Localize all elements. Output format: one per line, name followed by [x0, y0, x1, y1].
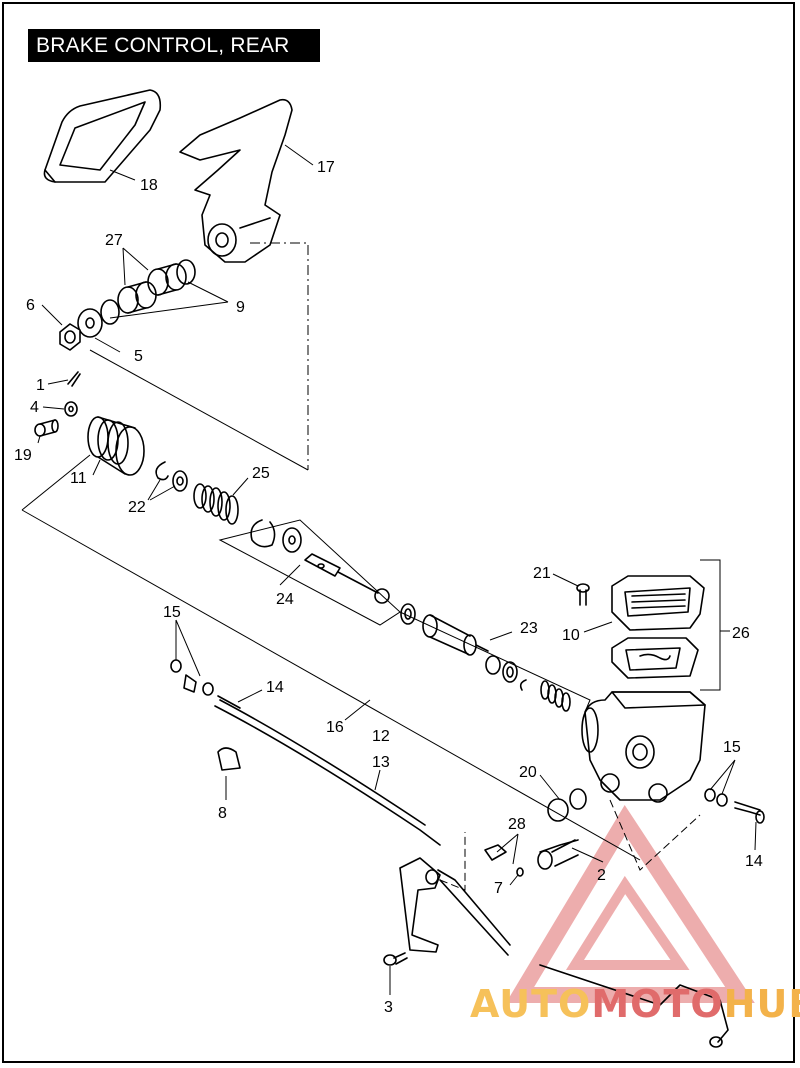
callout-7: 7: [494, 880, 503, 897]
callout-13: 13: [372, 754, 390, 771]
callout-4: 4: [30, 399, 39, 416]
pedal-pad-part: [43, 89, 162, 183]
callout-15-right: 15: [723, 739, 741, 756]
callout-3: 3: [384, 999, 393, 1016]
reservoir-cover-part: [611, 575, 705, 631]
callout-14-right: 14: [745, 853, 763, 870]
callout-26: 26: [732, 625, 750, 642]
callout-21: 21: [533, 565, 551, 582]
banjo-bolt-part: [734, 801, 765, 824]
rear-linkage-part: [539, 964, 729, 1043]
callout-10: 10: [562, 627, 580, 644]
rubber-boot-part: [87, 416, 145, 476]
small-washer-part: [64, 401, 78, 417]
callout-19: 19: [14, 447, 32, 464]
callout-1: 1: [36, 377, 45, 394]
callout-5: 5: [134, 348, 143, 365]
cotter-pin-part: [67, 371, 81, 387]
reservoir-gasket-part: [611, 637, 699, 679]
brake-line-part: [214, 705, 441, 846]
callout-18: 18: [140, 177, 158, 194]
retaining-ring-part: [250, 519, 276, 548]
callout-20: 20: [519, 764, 537, 781]
callout-11: 11: [70, 470, 87, 487]
callout-22: 22: [128, 499, 146, 516]
washer-part: [77, 308, 103, 338]
plug-part: [547, 788, 587, 822]
watermark-part-2: MOTO: [591, 982, 724, 1026]
brake-pedal-part: [179, 98, 293, 263]
banjo-fitting-part: [170, 659, 241, 709]
washer-part: [282, 527, 302, 553]
o-ring-part: [176, 259, 196, 285]
callout-25: 25: [252, 465, 270, 482]
bracket-bolt-part: [383, 952, 408, 966]
callout-12: 12: [372, 728, 390, 745]
brake-switch-part: [484, 844, 524, 877]
callout-24: 24: [276, 591, 294, 608]
mounting-bolt-part: [537, 839, 579, 870]
clevis-pin-part: [34, 419, 59, 437]
callout-14-left: 14: [266, 679, 284, 696]
diagram-title: BRAKE CONTROL, REAR: [28, 29, 320, 62]
pushrod-part: [304, 553, 390, 604]
watermark-part-3: HUB: [723, 982, 800, 1026]
callout-27: 27: [105, 232, 123, 249]
callout-23: 23: [520, 620, 538, 637]
piston-spring-part: [540, 680, 571, 712]
mounting-bracket-part: [399, 857, 511, 956]
spring-part: [193, 483, 239, 525]
callout-2: 2: [597, 867, 606, 884]
snap-ring-part: [155, 461, 169, 481]
callout-8: 8: [218, 805, 227, 822]
piston-part: [400, 603, 527, 691]
washer-part: [172, 470, 188, 492]
nut-part: [59, 323, 81, 351]
callout-16: 16: [326, 719, 344, 736]
callout-28: 28: [508, 816, 526, 833]
master-cylinder-part: [581, 691, 706, 803]
callout-15-left: 15: [163, 604, 181, 621]
banjo-washers-part: [704, 788, 728, 807]
bushings-part: [117, 263, 187, 314]
o-ring-part: [100, 299, 120, 325]
callout-17: 17: [317, 159, 335, 176]
cover-screw-part: [576, 583, 590, 606]
callout-6: 6: [26, 297, 35, 314]
watermark-text: AUTOMOTOHUB: [470, 982, 800, 1026]
callout-9: 9: [236, 299, 245, 316]
watermark-part-1: AUTO: [470, 982, 592, 1026]
line-clip-part: [217, 747, 241, 771]
